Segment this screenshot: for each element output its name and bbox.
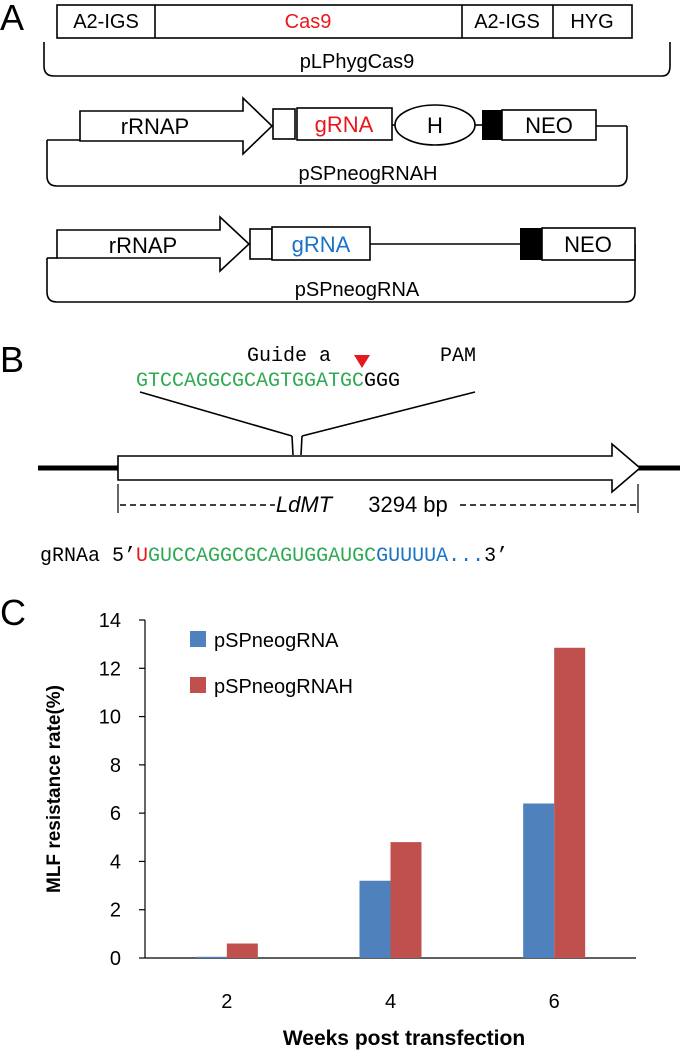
zoom-line-left [139, 391, 293, 437]
construct-box [56, 4, 633, 39]
y-axis-title: MLF resistance rate(%) [44, 685, 65, 893]
neo-label: NEO [525, 113, 573, 138]
y-tick-label: 6 [110, 803, 121, 825]
construct-pspneogrnah: rRNAP gRNA H NEO pSPneogRNAH [46, 96, 628, 187]
pam-label: PAM [440, 345, 476, 368]
x-tick-label: 4 [385, 991, 396, 1013]
zoom-line-right [301, 391, 476, 437]
grna-box [271, 226, 371, 261]
construct-plphygcas9: A2-IGS Cas9 A2-IGS HYG pLPhygCas9 [43, 4, 671, 77]
three-prime: 3’ [484, 545, 508, 568]
y-tick-label: 2 [110, 900, 121, 922]
bar-pSPneogRNAH-4 [390, 842, 422, 958]
grna-spacer: GUCCAGGCGCAGUGGAUGC [148, 545, 376, 568]
black-marker [482, 110, 502, 140]
panel-a-letter: A [0, 0, 24, 38]
grna-label: gRNA [315, 112, 374, 137]
legend-label: pSPneogRNAH [214, 676, 353, 698]
y-tick-label: 4 [110, 851, 121, 873]
y-tick-label: 14 [99, 610, 121, 632]
cut-site-marker [354, 355, 370, 368]
promoter-label: rRNAP [109, 233, 177, 258]
gene-size: 3294 bp [368, 492, 448, 517]
neo-label: NEO [564, 232, 612, 257]
legend: pSPneogRNA pSPneogRNAH [190, 630, 353, 698]
bars [195, 647, 586, 958]
panel-c-letter: C [0, 592, 26, 633]
guide-label: Guide a [247, 345, 331, 368]
construct-pspneogrna: rRNAP gRNA NEO pSPneogRNA [46, 215, 636, 303]
grna-u: U [136, 545, 148, 568]
guide-sequence: GTCCAGGCGCAGTGGATGC [136, 370, 364, 393]
segment-a2-igs-right: A2-IGS [474, 11, 540, 33]
y-tick-label: 0 [110, 948, 121, 970]
five-prime: 5’ [112, 545, 136, 568]
plasmid-name-plphygcas9: pLPhygCas9 [300, 51, 415, 73]
segment-hyg: HYG [570, 11, 613, 33]
grna-name: gRNAa [40, 545, 100, 568]
promoter-label: rRNAP [121, 114, 189, 139]
segment-cas9: Cas9 [285, 11, 332, 33]
bar-pSPneogRNAH-2 [226, 943, 258, 958]
x-tick-label: 2 [221, 991, 232, 1013]
y-ticks: 0 2 4 6 8 10 12 14 [99, 610, 145, 970]
pam-sequence: GGG [364, 370, 400, 393]
y-tick-label: 10 [99, 707, 121, 729]
neo-box [541, 227, 636, 261]
spacer-box [272, 108, 296, 140]
black-marker [520, 228, 542, 260]
legend-swatch [190, 631, 206, 647]
segment-a2-igs-left: A2-IGS [73, 11, 139, 33]
target-sequence: GTCCAGGCGCAGTGGATGCGGG [136, 370, 400, 393]
bar-pSPneogRNAH-6 [554, 647, 586, 958]
plasmid-backbone [46, 126, 628, 187]
legend-swatch [190, 677, 206, 693]
promoter-arrow [79, 96, 274, 156]
plasmid-backbone [46, 244, 636, 303]
plasmid-backbone [43, 42, 671, 77]
panel-b-letter: B [0, 339, 24, 380]
x-tick-label: 6 [549, 991, 560, 1013]
promoter-arrow [56, 215, 251, 273]
x-ticks: 2 4 6 [221, 991, 559, 1013]
grna-box [296, 107, 393, 141]
legend-label: pSPneogRNA [214, 630, 339, 652]
bar-chart: 0 2 4 6 8 10 12 14 2 4 6 pSPneogRNA pSPneogRNAH We… [44, 610, 636, 1050]
h-label: H [427, 113, 443, 138]
gene-arrow [117, 442, 642, 494]
y-tick-label: 12 [99, 658, 121, 680]
plasmid-name-pspneogrnah: pSPneogRNAH [299, 163, 438, 185]
grna-scaffold: GUUUUA... [376, 545, 484, 568]
x-axis-title: Weeks post transfection [283, 1027, 525, 1050]
plasmid-name-pspneogrna: pSPneogRNA [295, 279, 420, 301]
grna-sequence-line: gRNAa 5’UGUCCAGGCGCAGUGGAUGCGUUUUA...3’ [40, 545, 508, 568]
bar-pSPneogRNA-6 [523, 803, 555, 958]
bar-pSPneogRNA-2 [195, 956, 227, 958]
spacer-box [249, 228, 273, 260]
neo-box [501, 109, 597, 141]
grna-label: gRNA [292, 232, 351, 257]
y-tick-label: 8 [110, 755, 121, 777]
bar-pSPneogRNA-4 [359, 880, 391, 958]
gene-name: LdMT [276, 492, 334, 517]
